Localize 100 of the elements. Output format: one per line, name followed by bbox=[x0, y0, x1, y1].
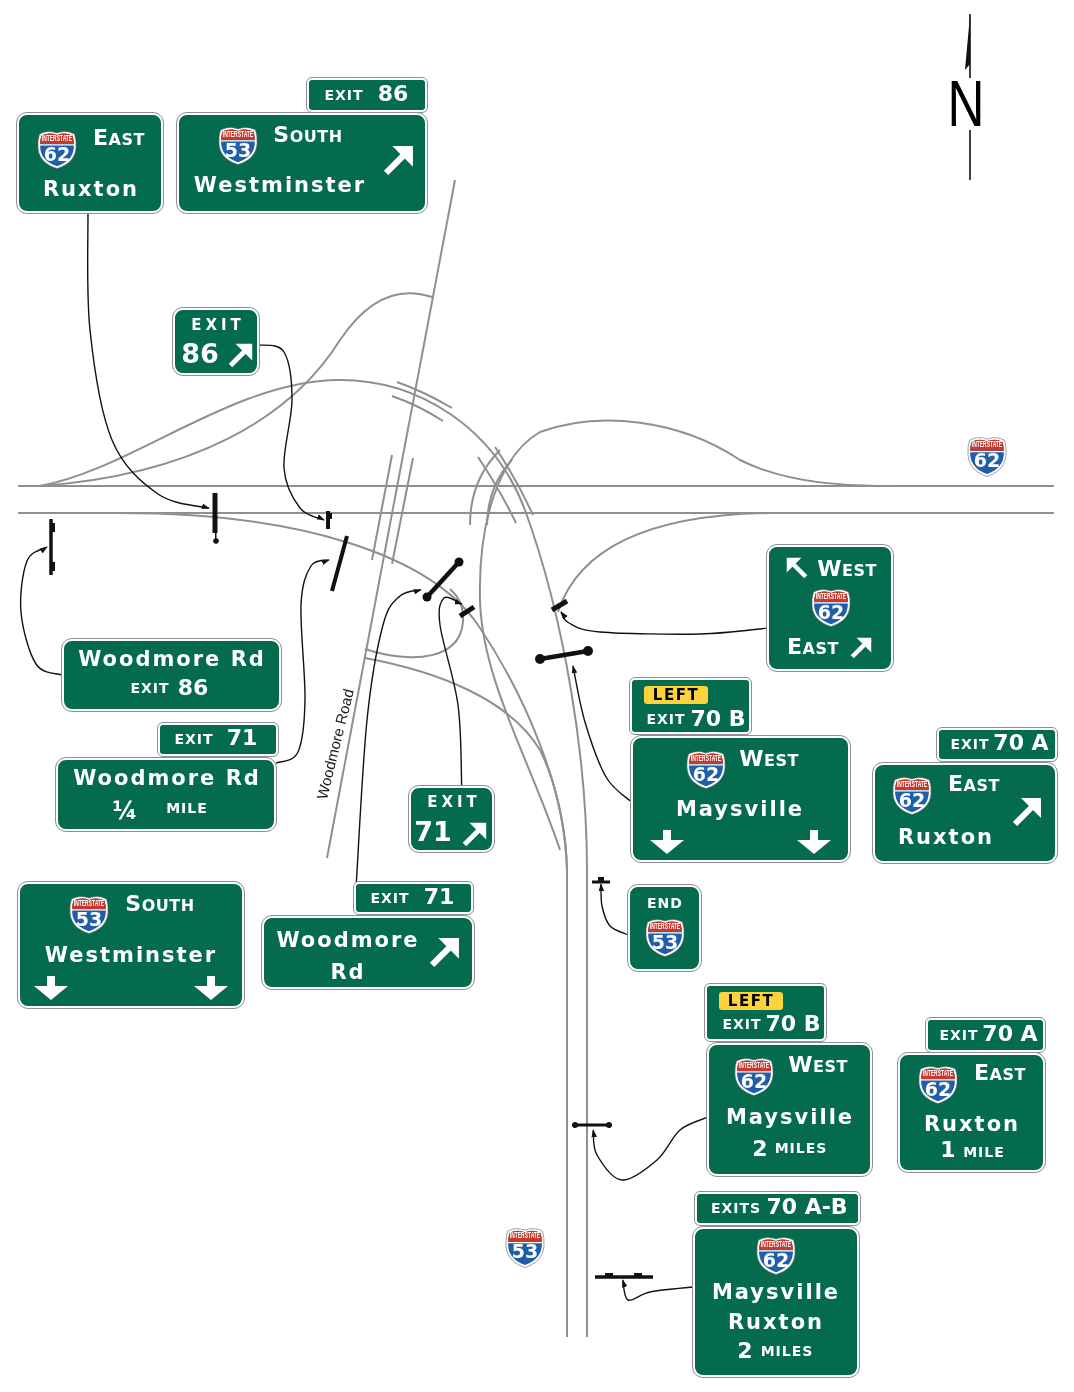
guide-sign bbox=[631, 736, 850, 862]
exit-number: 86 bbox=[377, 83, 409, 105]
direction-word: SOUTH bbox=[125, 893, 195, 915]
route-number: 62 bbox=[973, 451, 1001, 470]
destination-name: Ruxton bbox=[42, 179, 140, 200]
exit-label: EXIT bbox=[939, 1028, 979, 1042]
exit-plaque bbox=[158, 723, 278, 756]
direction-word: EAST bbox=[787, 636, 839, 658]
leader-arrow bbox=[355, 588, 422, 883]
interstate-shield bbox=[756, 1235, 796, 1275]
guide-sign bbox=[56, 758, 276, 831]
sign-support bbox=[572, 1120, 612, 1130]
route-number: 53 bbox=[224, 141, 252, 160]
route-number: 53 bbox=[75, 910, 103, 929]
route-number: 62 bbox=[692, 765, 720, 784]
leader-arrow bbox=[621, 1279, 694, 1301]
direction-word: SOUTH bbox=[273, 124, 343, 146]
shield-banner-text: INTERSTATE bbox=[922, 1069, 954, 1078]
guide-sign bbox=[628, 885, 701, 971]
interstate-shield bbox=[37, 129, 77, 169]
destination-name: Westminster bbox=[44, 945, 218, 966]
guide-sign bbox=[17, 113, 163, 213]
leader-arrow bbox=[591, 1116, 708, 1181]
exit-plaque bbox=[705, 984, 826, 1041]
guide-sign bbox=[177, 113, 427, 213]
shield-banner-text: INTERSTATE bbox=[509, 1231, 541, 1240]
guide-sign bbox=[18, 882, 244, 1008]
leader-arrow bbox=[19, 546, 63, 676]
leader-arrow bbox=[258, 344, 325, 521]
interstate-shield bbox=[218, 125, 258, 165]
shield-banner-text: INTERSTATE bbox=[222, 130, 254, 139]
interstate-shield bbox=[892, 775, 932, 815]
left-exit-panel: LEFT bbox=[644, 686, 708, 704]
route-number: 62 bbox=[43, 145, 71, 164]
destination-name: Woodmore Rd bbox=[275, 927, 421, 986]
exit-label: EXIT bbox=[324, 88, 364, 102]
sign-support bbox=[458, 604, 476, 618]
exit-label: EXIT bbox=[174, 732, 214, 746]
destination-name: Maysville bbox=[711, 1282, 841, 1303]
shield-banner-text: INTERSTATE bbox=[896, 780, 928, 789]
interstate-shield bbox=[505, 1226, 545, 1268]
guide-sign bbox=[707, 1043, 872, 1176]
shield-banner-text: INTERSTATE bbox=[738, 1061, 770, 1070]
interstate-shield bbox=[645, 917, 685, 957]
exit-label: EXIT bbox=[950, 737, 990, 751]
direction-word: WEST bbox=[817, 558, 877, 580]
exit-label: EXIT bbox=[427, 795, 481, 810]
interstate-shield bbox=[811, 587, 851, 627]
exit-number: 71 bbox=[423, 886, 455, 908]
exit-plaque bbox=[695, 1192, 860, 1225]
distance-unit: MILE bbox=[963, 1145, 1005, 1159]
distance-number: 2 bbox=[752, 1138, 768, 1160]
exit-plaque bbox=[630, 678, 751, 734]
distance-unit: MILE bbox=[166, 801, 208, 815]
direction-word: EAST bbox=[948, 773, 1000, 795]
distance-unit: MILES bbox=[760, 1344, 814, 1358]
guide-sign bbox=[873, 763, 1057, 863]
route-number: 53 bbox=[511, 1242, 539, 1261]
guide-sign bbox=[173, 308, 259, 375]
exit-number: 86 bbox=[177, 677, 209, 699]
route-number: 62 bbox=[762, 1251, 790, 1270]
guide-sign bbox=[409, 786, 494, 852]
exit-number: 70 B bbox=[690, 708, 746, 730]
shield-banner-text: INTERSTATE bbox=[649, 922, 681, 931]
exit-label: EXIT bbox=[646, 712, 686, 726]
direction-word: WEST bbox=[788, 1054, 848, 1076]
leader-arrow bbox=[86, 212, 210, 510]
sign-support bbox=[591, 876, 611, 884]
exit-label: EXITS bbox=[710, 1201, 762, 1215]
direction-word: EAST bbox=[93, 127, 145, 149]
destination-name: Maysville bbox=[675, 799, 805, 820]
shield-banner-text: INTERSTATE bbox=[41, 134, 73, 143]
exit-plaque bbox=[354, 882, 473, 914]
guide-sign bbox=[62, 639, 281, 711]
sign-support bbox=[324, 510, 334, 530]
route-number: 62 bbox=[924, 1080, 952, 1099]
shield-banner-text: INTERSTATE bbox=[690, 754, 722, 763]
leader-arrow bbox=[560, 611, 768, 635]
destination-name: Ruxton bbox=[923, 1114, 1021, 1135]
exit-label: EXIT bbox=[722, 1017, 762, 1031]
leader-arrow bbox=[598, 883, 629, 936]
shield-banner-text: INTERSTATE bbox=[971, 440, 1003, 449]
exit-number: 70 A bbox=[993, 732, 1049, 754]
destination-name: Woodmore Rd bbox=[78, 649, 266, 670]
route-number: 62 bbox=[817, 603, 845, 622]
exit-label: EXIT bbox=[191, 318, 245, 333]
destination-name: Woodmore Rd bbox=[73, 768, 261, 789]
exit-number: 70 B bbox=[765, 1013, 821, 1035]
exit-label: EXIT bbox=[130, 681, 170, 695]
left-exit-panel: LEFT bbox=[719, 992, 783, 1010]
exit-number: 71 bbox=[414, 818, 452, 845]
guide-sign bbox=[262, 916, 474, 989]
exit-number: 70 A bbox=[982, 1023, 1038, 1045]
route-number: 62 bbox=[740, 1072, 768, 1091]
shield-banner-text: INTERSTATE bbox=[760, 1240, 792, 1249]
shield-banner-text: INTERSTATE bbox=[73, 899, 105, 908]
exit-number: 71 bbox=[226, 727, 258, 749]
shield-banner-text: INTERSTATE bbox=[815, 592, 847, 601]
exit-number: 86 bbox=[181, 340, 219, 367]
leader-arrow bbox=[275, 558, 330, 764]
